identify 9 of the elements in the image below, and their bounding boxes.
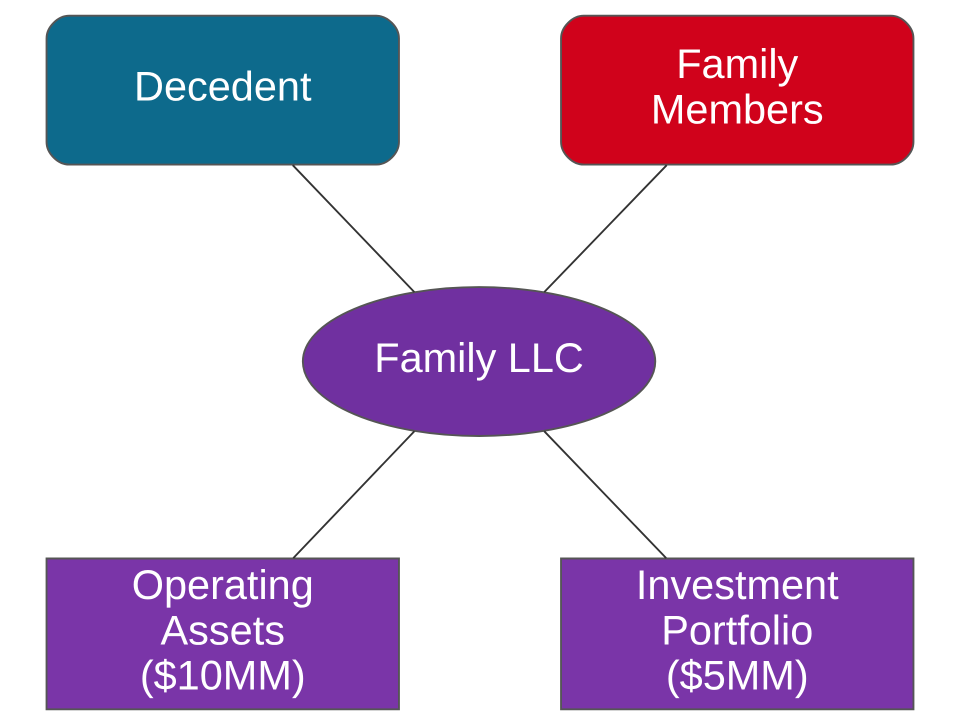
node-box: Investment Portfolio ($5MM) — [560, 558, 914, 710]
connector — [543, 430, 666, 559]
connector — [543, 164, 667, 293]
node-box: Operating Assets ($10MM) — [45, 558, 400, 710]
node-box: Family Members — [560, 14, 914, 166]
node-box: Decedent — [45, 14, 400, 166]
node-ellipse: Family LLC — [301, 286, 656, 437]
connector — [292, 164, 415, 293]
connector — [292, 430, 415, 559]
